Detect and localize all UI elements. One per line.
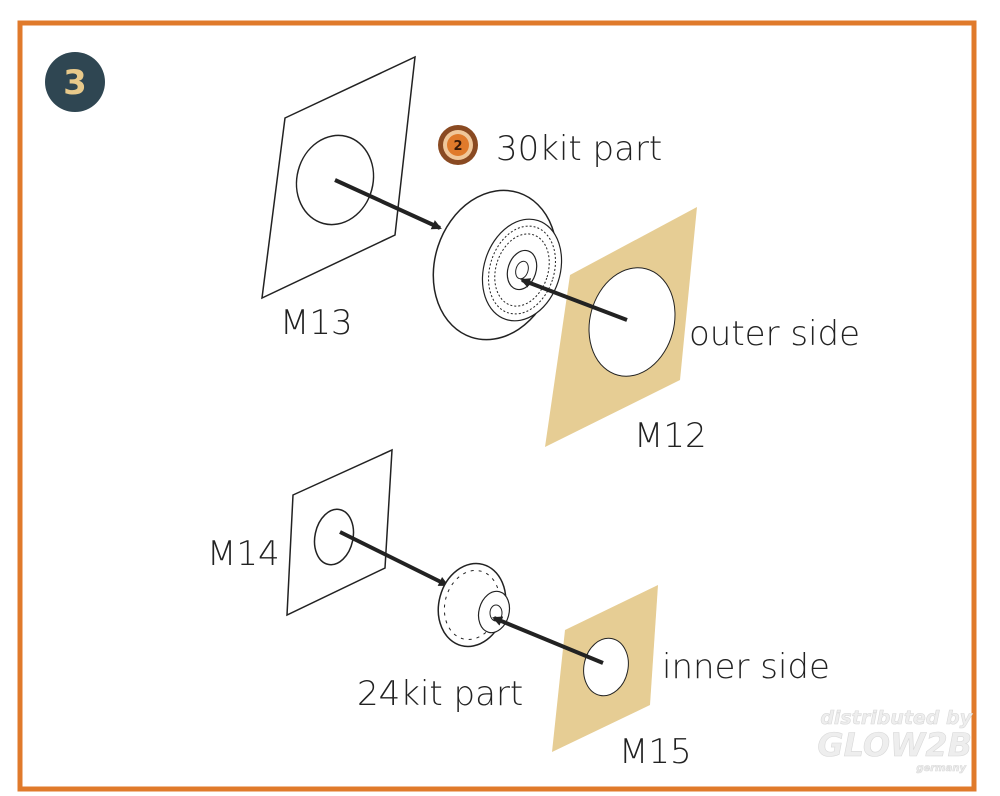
label-outer-side: outer side <box>689 314 860 354</box>
mask-m14 <box>286 448 393 617</box>
main-wheel <box>432 189 563 341</box>
mask-m12 <box>545 207 697 447</box>
svg-text:distributed by: distributed by <box>820 707 973 729</box>
arrow-m14 <box>339 530 449 587</box>
svg-text:GLOW2B: GLOW2B <box>817 726 972 764</box>
label-inner-side: inner side <box>662 647 830 687</box>
label-m12: M12 <box>634 416 707 456</box>
label-m15: M15 <box>619 732 692 772</box>
step-number: 3 <box>63 63 87 103</box>
arrow-m15 <box>492 616 604 665</box>
arrow-m13 <box>334 178 442 230</box>
kit-part-label-30: 30kit part <box>496 129 662 169</box>
frame-border <box>17 20 977 792</box>
svg-text:2: 2 <box>453 139 462 154</box>
mask-m15 <box>552 585 658 752</box>
step-badge: 3 <box>45 52 105 112</box>
label-m14: M14 <box>207 534 280 574</box>
watermark: distributed by GLOW2B germany <box>817 707 974 775</box>
arrow-m12 <box>520 278 628 322</box>
svg-text:germany: germany <box>916 763 966 774</box>
kit-part-label-24: 24kit part <box>357 674 523 714</box>
label-m13: M13 <box>280 303 353 343</box>
kit-part-icon: 2 <box>438 125 478 165</box>
